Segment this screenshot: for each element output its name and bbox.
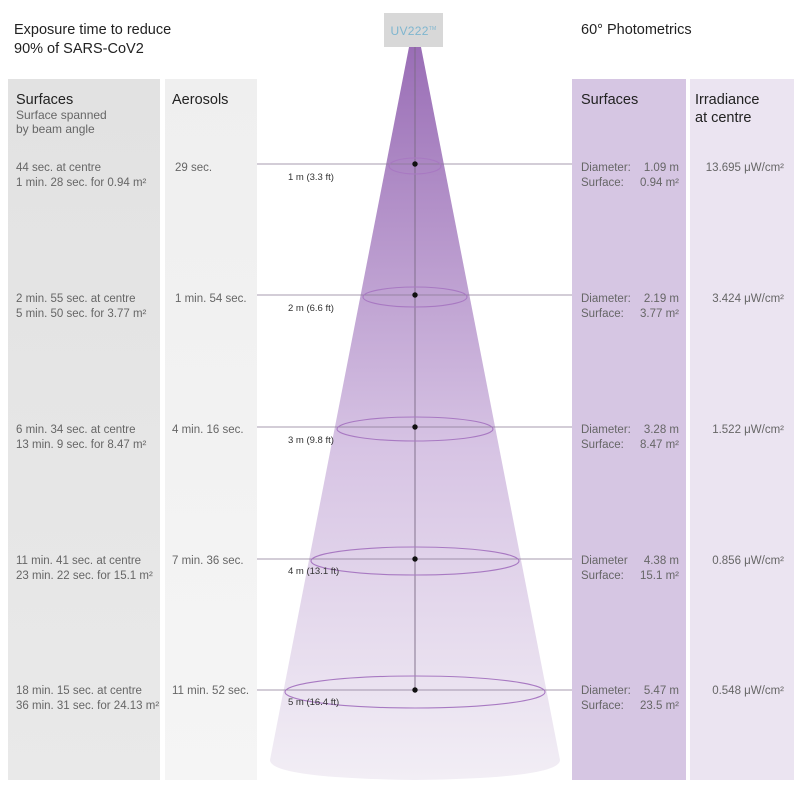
surfaces-left-subtitle: Surface spanned by beam angle — [16, 108, 107, 136]
centre-dot-4 — [412, 556, 418, 562]
distance-label-3: 3 m (9.8 ft) — [288, 435, 334, 446]
photometrics-5: Diameter: 5.47 m Surface: 23.5 m² — [581, 684, 679, 713]
surface-value: 15.1 m² — [640, 569, 679, 582]
surface-exposure-5: 18 min. 15 sec. at centre 36 min. 31 sec… — [16, 684, 159, 713]
irradiance-header: Irradiance at centre — [695, 91, 759, 127]
left-title-line1: Exposure time to reduce — [14, 22, 172, 38]
diameter-label: Diameter: — [581, 685, 631, 697]
surfaces-left-subtitle-line2: by beam angle — [16, 122, 95, 136]
diameter-value: 4.38 m — [643, 555, 679, 567]
irradiance-value-3: 1.522 μW/cm² — [712, 424, 784, 436]
surface-exposure-area: 1 min. 28 sec. for 0.94 m² — [16, 176, 147, 189]
uv222-lamp: UV222TM — [384, 13, 443, 47]
distance-label-4: 4 m (13.1 ft) — [288, 566, 340, 577]
lamp-trademark: TM — [428, 26, 437, 32]
photometrics-4: Diameter 4.38 m Surface: 15.1 m² — [581, 554, 679, 583]
photometric-surfaces-column — [572, 79, 686, 780]
centre-dot-1 — [412, 161, 418, 167]
surface-value: 23.5 m² — [640, 699, 679, 712]
beam-ellipse-1 — [388, 157, 442, 175]
aerosol-exposure-4: 7 min. 36 sec. — [172, 555, 244, 567]
diameter-value: 1.09 m — [643, 162, 679, 174]
diameter-label: Diameter: — [581, 162, 631, 174]
irradiance-column — [690, 79, 794, 780]
centre-dot-3 — [412, 424, 418, 430]
beam-ellipse-2 — [362, 286, 468, 308]
irradiance-value-5: 0.548 μW/cm² — [712, 685, 784, 697]
lamp-label: UV222TM — [384, 24, 443, 38]
surface-exposure-area: 23 min. 22 sec. for 15.1 m² — [16, 569, 153, 582]
distance-label-5: 5 m (16.4 ft) — [288, 697, 340, 708]
surface-exposure-area: 36 min. 31 sec. for 24.13 m² — [16, 699, 160, 712]
lamp-name: UV222 — [390, 24, 429, 38]
irradiance-value-1: 13.695 μW/cm² — [705, 162, 784, 174]
diameter-value: 2.19 m — [643, 293, 679, 305]
right-title: 60° Photometrics — [581, 22, 692, 38]
aerosol-exposure-2: 1 min. 54 sec. — [175, 293, 247, 305]
surface-value: 3.77 m² — [640, 307, 679, 320]
surface-value: 0.94 m² — [640, 176, 679, 189]
surfaces-exposure-column — [8, 79, 160, 780]
photometrics-2: Diameter: 2.19 m Surface: 3.77 m² — [581, 292, 679, 321]
surface-value: 8.47 m² — [640, 438, 679, 451]
surface-label: Surface: — [581, 699, 624, 712]
surface-exposure-2: 2 min. 55 sec. at centre 5 min. 50 sec. … — [16, 292, 146, 321]
beam-ellipse-4 — [310, 546, 520, 576]
aerosol-exposure-1: 29 sec. — [175, 162, 213, 174]
surfaces-left-header: Surfaces — [16, 92, 74, 108]
distance-label-2: 2 m (6.6 ft) — [288, 303, 334, 314]
diameter-value: 5.47 m — [643, 685, 679, 697]
surface-label: Surface: — [581, 569, 624, 582]
photometrics-1: Diameter: 1.09 m Surface: 0.94 m² — [581, 161, 679, 190]
left-title-line2: 90% of SARS-CoV2 — [14, 41, 144, 57]
surface-label: Surface: — [581, 176, 624, 189]
surface-exposure-1: 44 sec. at centre 1 min. 28 sec. for 0.9… — [16, 161, 146, 190]
surface-exposure-area: 5 min. 50 sec. for 3.77 m² — [16, 307, 147, 320]
surface-exposure-centre: 2 min. 55 sec. at centre — [16, 293, 136, 305]
aerosols-column — [165, 79, 257, 780]
surface-exposure-centre: 6 min. 34 sec. at centre — [16, 424, 136, 436]
surface-exposure-centre: 44 sec. at centre — [16, 162, 102, 174]
diameter-label: Diameter: — [581, 424, 631, 436]
distance-label-1: 1 m (3.3 ft) — [288, 172, 334, 183]
aerosol-exposure-3: 4 min. 16 sec. — [172, 424, 244, 436]
left-title: Exposure time to reduce 90% of SARS-CoV2 — [14, 21, 171, 59]
centre-dot-5 — [412, 687, 418, 693]
aerosols-header: Aerosols — [172, 92, 229, 108]
diameter-label: Diameter: — [581, 293, 631, 305]
surfaces-right-header: Surfaces — [581, 92, 639, 108]
irradiance-header-line1: Irradiance — [695, 92, 760, 108]
diameter-label: Diameter — [581, 555, 628, 567]
surface-exposure-centre: 11 min. 41 sec. at centre — [16, 555, 142, 567]
surface-label: Surface: — [581, 307, 624, 320]
beam-ellipse-5 — [284, 675, 546, 709]
beam-ellipse-3 — [336, 416, 494, 442]
centre-dot-2 — [412, 292, 418, 298]
surface-exposure-3: 6 min. 34 sec. at centre 13 min. 9 sec. … — [16, 423, 146, 452]
surface-label: Surface: — [581, 438, 624, 451]
irradiance-value-2: 3.424 μW/cm² — [712, 293, 784, 305]
diameter-value: 3.28 m — [643, 424, 679, 436]
irradiance-value-4: 0.856 μW/cm² — [712, 555, 784, 567]
surfaces-left-subtitle-line1: Surface spanned — [16, 108, 107, 122]
surface-exposure-area: 13 min. 9 sec. for 8.47 m² — [16, 438, 147, 451]
surface-exposure-centre: 18 min. 15 sec. at centre — [16, 685, 142, 697]
surface-exposure-4: 11 min. 41 sec. at centre 23 min. 22 sec… — [16, 554, 153, 583]
aerosol-exposure-5: 11 min. 52 sec. — [172, 685, 250, 697]
irradiance-header-line2: at centre — [695, 110, 752, 126]
photometrics-3: Diameter: 3.28 m Surface: 8.47 m² — [581, 423, 679, 452]
